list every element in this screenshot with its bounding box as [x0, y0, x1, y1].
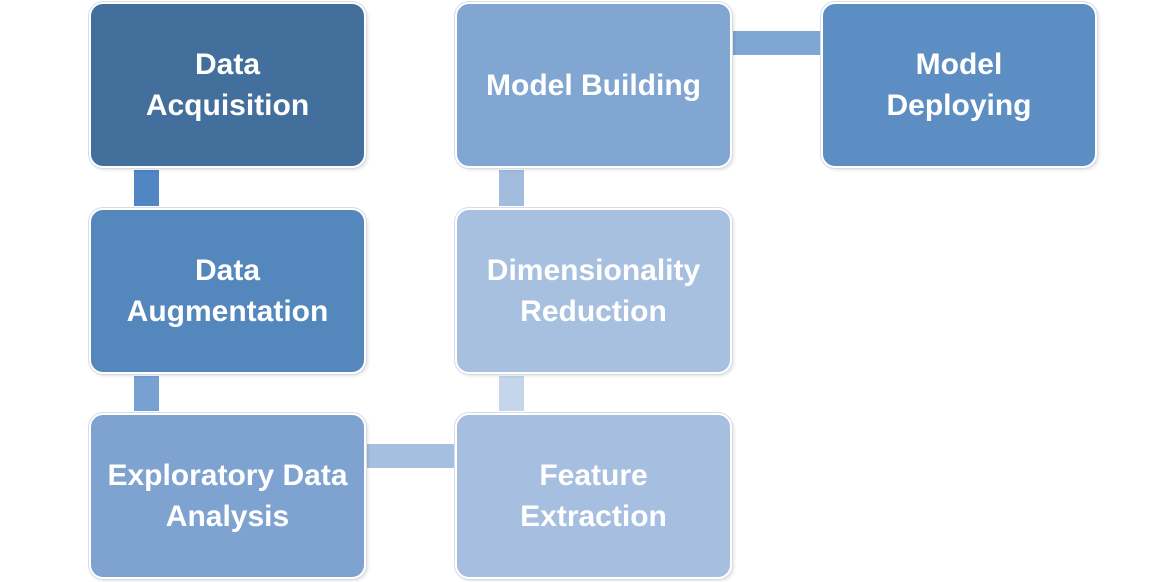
- node-label-exploratory-data-analysis: Exploratory Data Analysis: [107, 459, 348, 533]
- node-feature-extraction: Feature Extraction: [455, 413, 732, 579]
- connector-augmentation-eda: [134, 376, 159, 411]
- node-label-model-deploying: Model Deploying: [886, 48, 1032, 122]
- connector-feature-extraction-dimensionality: [499, 376, 524, 411]
- connector-model-building-deploying: [733, 31, 821, 55]
- node-label-model-building: Model Building: [486, 68, 701, 102]
- node-dimensionality-reduction: Dimensionality Reduction: [455, 208, 732, 374]
- node-label-dimensionality-reduction: Dimensionality Reduction: [486, 254, 701, 328]
- node-model-building: Model Building: [455, 2, 732, 168]
- node-exploratory-data-analysis: Exploratory Data Analysis: [89, 413, 366, 579]
- connector-eda-feature-extraction: [367, 444, 455, 468]
- node-model-deploying: Model Deploying: [821, 2, 1097, 168]
- connector-acquisition-augmentation: [134, 170, 159, 206]
- node-data-acquisition: Data Acquisition: [89, 2, 366, 168]
- node-label-data-augmentation: Data Augmentation: [126, 254, 329, 328]
- connector-dimensionality-model-building: [499, 170, 524, 206]
- node-label-feature-extraction: Feature Extraction: [520, 459, 667, 533]
- node-data-augmentation: Data Augmentation: [89, 208, 366, 374]
- node-label-data-acquisition: Data Acquisition: [145, 48, 310, 122]
